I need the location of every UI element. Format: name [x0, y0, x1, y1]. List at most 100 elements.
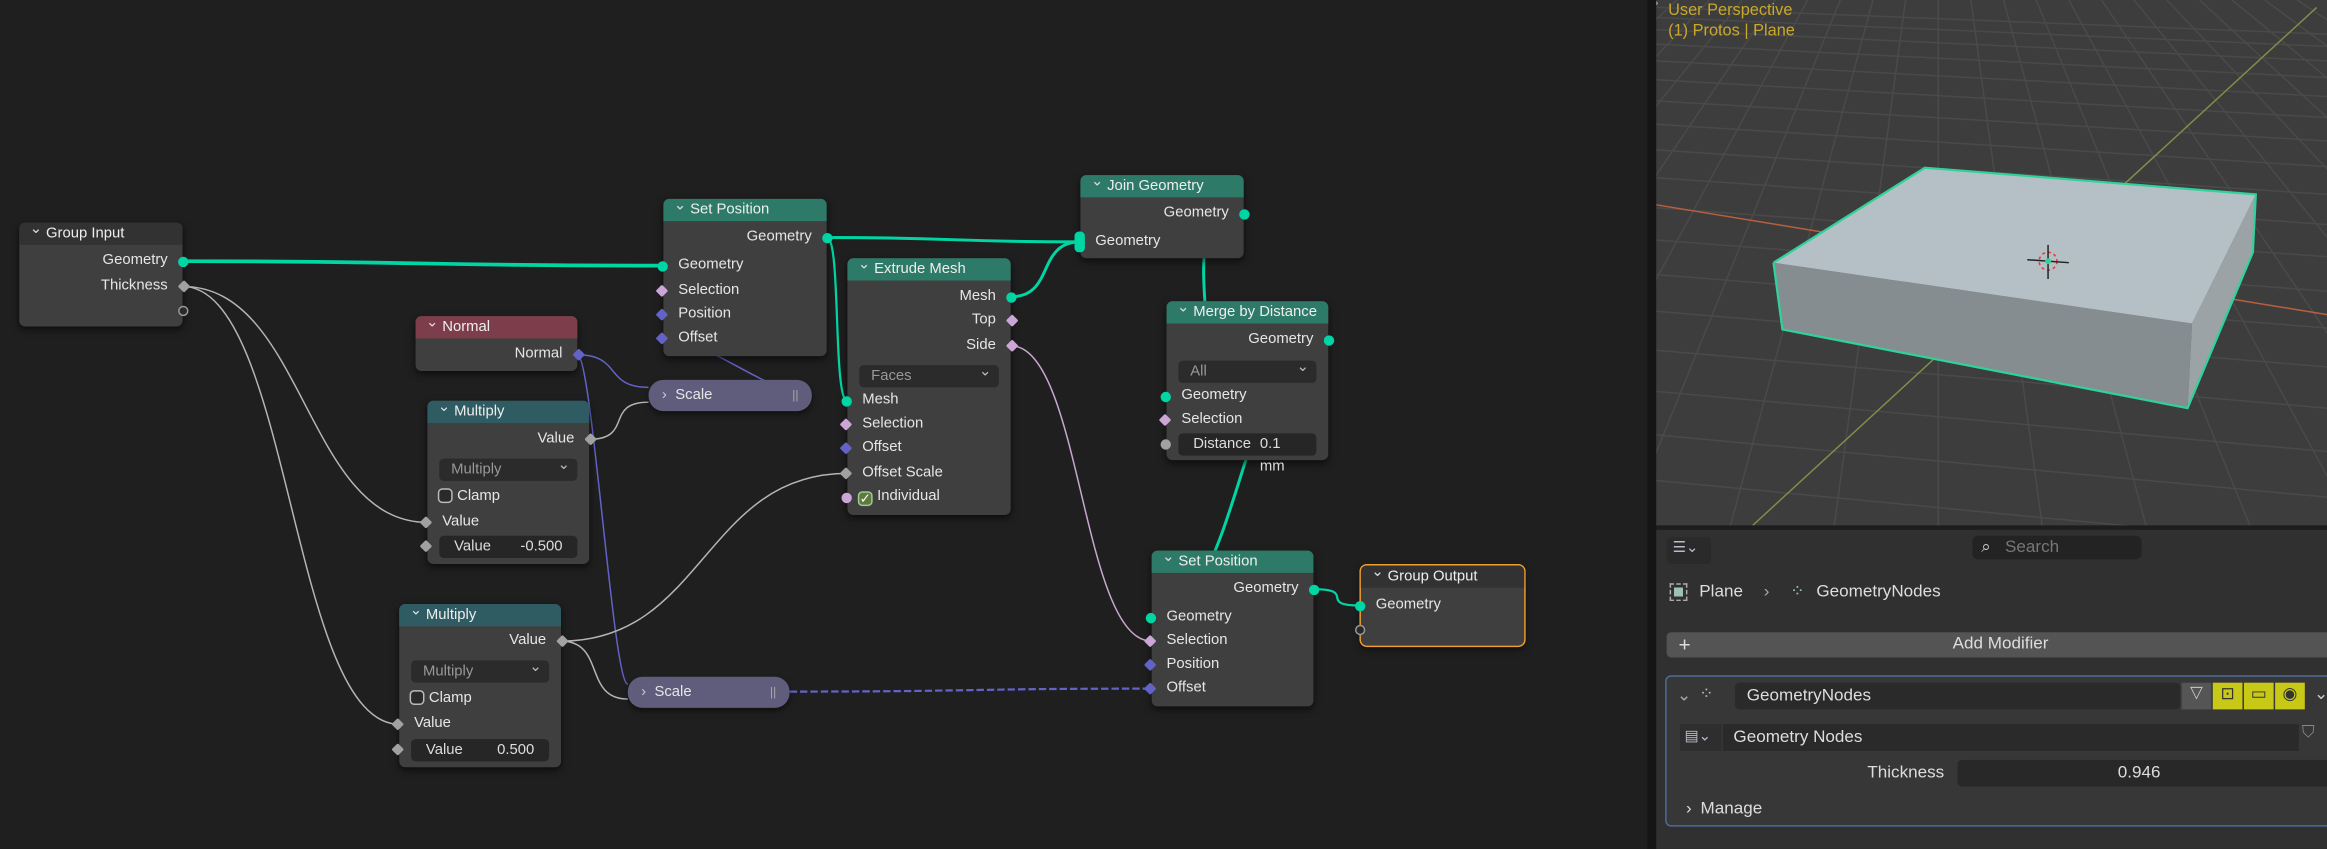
chevron-down-icon[interactable]: ⌄ [2313, 685, 2327, 704]
operation-dropdown[interactable]: Multiply [439, 454, 578, 481]
output-label: Geometry [1163, 204, 1229, 222]
node-header[interactable]: Multiply [427, 396, 590, 423]
grip-icon: || [792, 388, 799, 403]
node-link[interactable] [589, 401, 649, 441]
grid-line [1656, 479, 2131, 526]
mode-dropdown[interactable]: Faces [859, 361, 999, 388]
fake-user-shield-icon[interactable]: ⛉ [2301, 724, 2315, 743]
clamp-checkbox[interactable]: Clamp [399, 687, 561, 711]
thickness-field[interactable]: 0.946 [1957, 759, 2327, 787]
scale-node-2[interactable]: Scale|| [627, 676, 790, 708]
geometry-socket[interactable] [1323, 335, 1335, 346]
geometry-socket[interactable] [841, 396, 852, 407]
node-header[interactable]: Extrude Mesh [847, 254, 1011, 281]
geometry-socket[interactable] [1308, 584, 1320, 596]
editor-type-icon[interactable]: ☰⌄ [1666, 537, 1712, 564]
checkmark-icon[interactable]: ✓ [857, 491, 873, 507]
clamp-checkbox[interactable]: Clamp [427, 485, 589, 509]
merge-by-distance-node[interactable]: Merge by Distance Geometry All Geometry … [1158, 297, 1335, 475]
node-link[interactable] [576, 353, 629, 685]
area-divider[interactable] [1647, 0, 1657, 849]
node-link[interactable] [1010, 345, 1152, 642]
node-link[interactable] [789, 687, 1152, 693]
geometry-socket[interactable] [1354, 601, 1366, 612]
multiply-node-1[interactable]: Multiply Value Multiply Clamp Value Valu… [419, 396, 597, 564]
empty-socket[interactable] [1354, 624, 1366, 636]
node-group-selector[interactable]: Geometry Nodes [1723, 724, 2299, 751]
sidebar-toggle-icon[interactable]: › [1656, 0, 1658, 12]
geometry-socket[interactable] [178, 256, 189, 268]
input-label: Position [678, 305, 732, 323]
node-link[interactable] [577, 353, 649, 389]
set-position-node[interactable]: Set Position Geometry Geometry Selection… [655, 194, 833, 357]
output-thickness[interactable]: Thickness [19, 275, 191, 299]
breadcrumb-object[interactable]: Plane [1699, 583, 1743, 602]
boolean-socket[interactable] [841, 492, 852, 504]
properties-editor[interactable]: ☰⌄ ⌕ Search Plane › ⁘ GeometryNodes + Ad… [1656, 529, 2327, 849]
checkbox-icon[interactable] [409, 690, 425, 705]
3d-viewport[interactable]: User Perspective (1) Protos | Plane › [1656, 0, 2327, 526]
node-link[interactable] [182, 285, 428, 524]
group-input-node[interactable]: Group Input Geometry Thickness [19, 218, 191, 327]
collapse-chevron-icon[interactable]: ⌄ [1677, 687, 1692, 705]
viewport-display-icon[interactable]: ▭ [2243, 682, 2274, 710]
manage-subpanel[interactable]: ›Manage [1685, 799, 1763, 818]
multi-input-socket[interactable] [1074, 231, 1085, 253]
normal-node[interactable]: Normal Normal [415, 312, 586, 372]
modifier-name-input[interactable]: GeometryNodes [1734, 682, 2181, 710]
join-geometry-node[interactable]: Join Geometry Geometry Geometry [1074, 171, 1250, 259]
geometry-socket[interactable] [657, 261, 668, 272]
node-header[interactable]: Group Input [19, 218, 183, 245]
checkbox-icon[interactable] [437, 488, 453, 504]
node-group-icon[interactable]: ▤⌄ [1680, 724, 1722, 751]
output-geometry[interactable]: Geometry [19, 249, 189, 273]
search-input[interactable]: ⌕ Search [1972, 535, 2142, 560]
node-header[interactable]: Set Position [663, 194, 827, 222]
box-front-face[interactable] [1773, 262, 2193, 409]
node-header[interactable]: Group Output [1360, 561, 1525, 588]
node-link[interactable] [826, 235, 1081, 244]
node-link[interactable] [825, 236, 849, 402]
node-header[interactable]: Join Geometry [1080, 171, 1244, 198]
scale-node-1[interactable]: Scale|| [648, 379, 812, 412]
node-link[interactable] [1010, 240, 1081, 299]
node-header[interactable]: Multiply [399, 600, 561, 627]
group-output-node[interactable]: Group Output Geometry [1354, 561, 1526, 648]
add-modifier-button[interactable]: + Add Modifier [1666, 632, 2327, 658]
node-editor[interactable]: Group Input Geometry Thickness Set Posit… [0, 0, 1648, 849]
node-header[interactable]: Merge by Distance [1166, 297, 1329, 324]
box-side-face[interactable] [2187, 194, 2256, 409]
on-cage-icon[interactable]: ⊡ [2212, 682, 2243, 710]
node-link[interactable] [560, 640, 628, 700]
node-link[interactable] [1313, 588, 1361, 607]
value-field[interactable]: Value-0.500 [439, 535, 578, 559]
geometry-socket[interactable] [822, 233, 833, 244]
edit-mode-icon[interactable]: ▽ [2181, 682, 2212, 710]
geometry-socket[interactable] [1160, 391, 1171, 403]
float-socket[interactable] [1160, 439, 1171, 450]
box-top-face[interactable] [1773, 167, 2256, 324]
grid-line [1656, 123, 2327, 168]
geometry-socket[interactable] [1239, 209, 1250, 220]
output-empty[interactable] [19, 298, 189, 322]
set-position-node-2[interactable]: Set Position Geometry Geometry Selection… [1143, 546, 1320, 707]
individual-checkbox[interactable]: ✓Individual [841, 485, 1010, 509]
node-link[interactable] [182, 259, 664, 268]
mode-dropdown[interactable]: All [1178, 356, 1317, 383]
empty-socket[interactable] [178, 305, 189, 317]
geometry-socket[interactable] [1006, 292, 1017, 303]
multiply-node-2[interactable]: Multiply Value Multiply Clamp Value Valu… [391, 600, 569, 768]
geometry-socket[interactable] [1145, 612, 1157, 624]
node-link[interactable] [182, 285, 400, 725]
node-header[interactable]: Normal [415, 312, 578, 339]
operation-dropdown[interactable]: Multiply [411, 656, 550, 683]
extrude-mesh-node[interactable]: Extrude Mesh Mesh Top Side Faces Mesh Se… [839, 254, 1019, 515]
breadcrumb-modifier[interactable]: GeometryNodes [1816, 583, 1941, 602]
node-header[interactable]: Set Position [1151, 546, 1314, 573]
render-camera-icon[interactable]: ◉ [2275, 682, 2305, 710]
node-link[interactable] [560, 472, 848, 642]
input-label: Offset [678, 329, 718, 346]
output-label: Value [537, 430, 575, 447]
